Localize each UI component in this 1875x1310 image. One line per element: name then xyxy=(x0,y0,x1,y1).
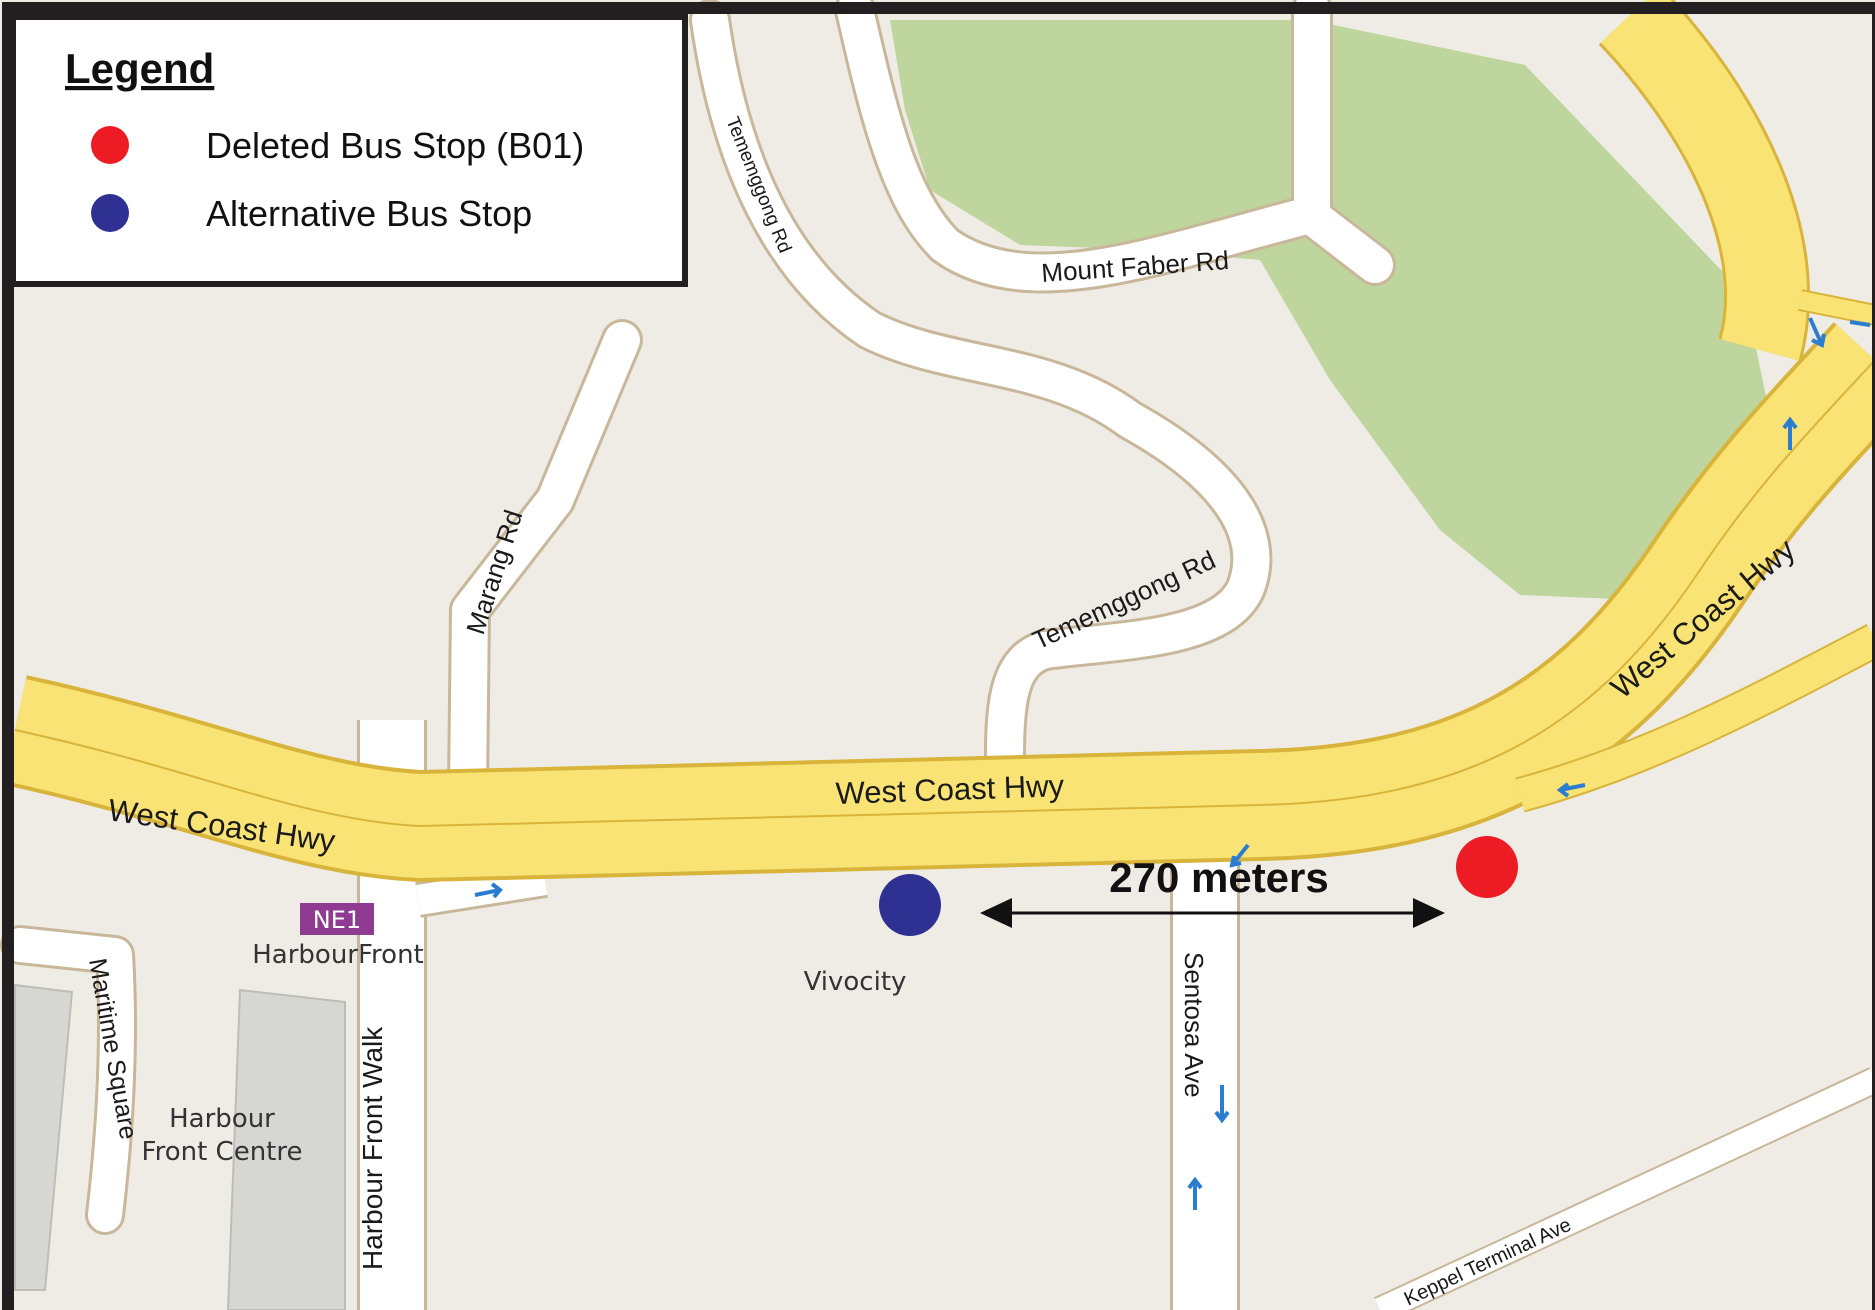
maritime-square-building xyxy=(14,983,74,1291)
legend-alternative-stop-swatch xyxy=(91,194,129,232)
distance-label: 270 meters xyxy=(1109,854,1329,901)
tememggong-rd xyxy=(689,0,1273,776)
marang-rd xyxy=(447,319,643,811)
mrt-code: NE1 xyxy=(313,906,361,934)
legend-deleted-stop-label: Deleted Bus Stop (B01) xyxy=(206,125,584,166)
mrt-badge xyxy=(300,903,374,935)
arrowhead-right-icon xyxy=(1413,898,1445,928)
mrt-station-name: HarbourFront xyxy=(252,940,424,970)
label-harbour-front-walk: Harbour Front Walk xyxy=(357,1026,388,1270)
mrt-station-harbourfront: NE1 HarbourFront xyxy=(252,903,424,970)
arrow-icon xyxy=(1556,782,1586,798)
deleted-bus-stop-marker xyxy=(1456,836,1518,898)
keppel-terminal-ave-road xyxy=(1374,1067,1875,1310)
arrow-icon xyxy=(1187,1176,1203,1210)
legend: Legend Deleted Bus Stop (B01) Alternativ… xyxy=(10,14,688,287)
distance-indicator: 270 meters xyxy=(980,854,1445,928)
maritime-square-road xyxy=(0,925,137,1235)
west-coast-hwy xyxy=(3,0,1875,882)
legend-deleted-stop-swatch xyxy=(91,126,129,164)
arrow-icon xyxy=(1782,416,1798,450)
label-sentosa-ave: Sentosa Ave xyxy=(1179,952,1209,1098)
arrow-icon xyxy=(1849,320,1871,327)
label-harbour-front-centre-line1: Harbour xyxy=(169,1104,275,1134)
alternative-bus-stop-marker xyxy=(879,874,941,936)
label-harbour-front-centre-line2: Front Centre xyxy=(142,1137,303,1167)
arrow-icon xyxy=(1229,843,1250,868)
label-vivocity: Vivocity xyxy=(804,967,907,997)
arrow-icon xyxy=(1808,317,1826,348)
traffic-direction-arrows xyxy=(474,317,1871,1210)
label-west-coast-hwy-center: West Coast Hwy xyxy=(835,768,1065,811)
mount-faber-rd xyxy=(834,0,1396,294)
legend-title: Legend xyxy=(65,45,214,92)
harbour-front-centre-building xyxy=(226,988,346,1310)
arrowhead-left-icon xyxy=(980,898,1012,928)
mount-faber-park xyxy=(890,20,1775,600)
legend-alternative-stop-label: Alternative Bus Stop xyxy=(206,193,532,234)
arrow-icon xyxy=(474,882,503,899)
arrow-icon xyxy=(1214,1085,1230,1124)
